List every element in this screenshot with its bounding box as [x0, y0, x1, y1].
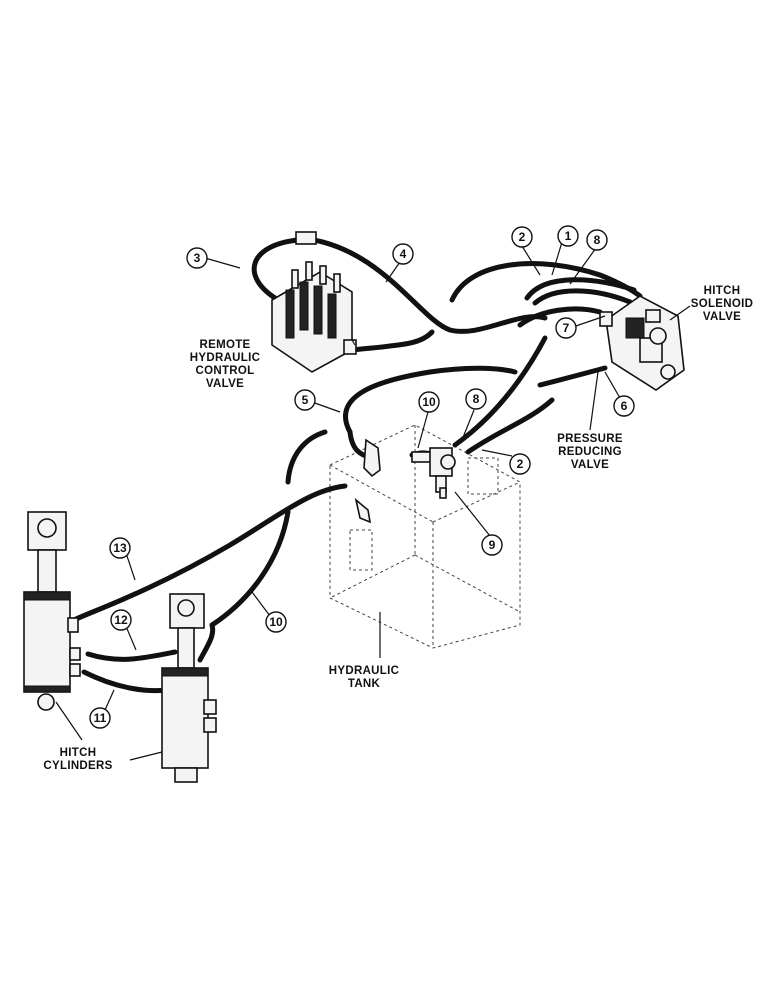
- hose-left-u: [285, 429, 328, 485]
- hose-cyl-right-loop: [197, 622, 216, 663]
- svg-text:10: 10: [269, 615, 283, 629]
- svg-text:8: 8: [473, 392, 480, 406]
- svg-text:REMOTE: REMOTE: [200, 339, 251, 351]
- hydraulic-tank: [329, 424, 521, 649]
- hose-11: [81, 669, 169, 694]
- callout-7: 7: [555, 317, 577, 339]
- hose-13: [71, 483, 348, 623]
- hose-10-long: [209, 509, 291, 628]
- hose-8-top: [532, 288, 633, 306]
- label-cylinders: HITCH CYLINDERS: [43, 747, 112, 772]
- hose-6-line: [537, 365, 608, 388]
- callout-13: 13: [109, 537, 131, 559]
- callout-8-top: 8: [586, 229, 608, 251]
- hose-12: [85, 649, 178, 662]
- hoses: [71, 235, 643, 694]
- label-pressure-valve: PRESSURE REDUCING VALVE: [557, 433, 623, 471]
- remote-control-valve: [271, 231, 357, 373]
- svg-text:TANK: TANK: [348, 678, 381, 690]
- callout-2-lower: 2: [509, 453, 531, 475]
- hose-remote-return: [349, 329, 435, 353]
- hitch-solenoid-valve: [599, 295, 685, 391]
- callout-10-upper: 10: [418, 391, 440, 413]
- hose-8-lower: [452, 335, 548, 448]
- svg-text:REDUCING: REDUCING: [558, 446, 622, 458]
- svg-text:HYDRAULIC: HYDRAULIC: [190, 352, 260, 364]
- svg-text:VALVE: VALVE: [206, 378, 244, 390]
- svg-text:CONTROL: CONTROL: [196, 365, 255, 377]
- callout-1: 1: [557, 225, 579, 247]
- callout-10-lower: 10: [265, 611, 287, 633]
- svg-text:HYDRAULIC: HYDRAULIC: [329, 665, 399, 677]
- callout-11: 11: [89, 707, 111, 729]
- callout-2-top: 2: [511, 226, 533, 248]
- hose-3: [251, 237, 301, 301]
- svg-text:HITCH: HITCH: [704, 285, 741, 297]
- svg-text:8: 8: [594, 233, 601, 247]
- svg-text:VALVE: VALVE: [571, 459, 609, 471]
- label-tank: HYDRAULIC TANK: [329, 665, 399, 690]
- svg-text:CYLINDERS: CYLINDERS: [43, 760, 112, 772]
- svg-text:9: 9: [489, 538, 496, 552]
- callout-5: 5: [294, 389, 316, 411]
- svg-text:PRESSURE: PRESSURE: [557, 433, 623, 445]
- svg-text:SOLENOID: SOLENOID: [691, 298, 753, 310]
- svg-text:2: 2: [519, 230, 526, 244]
- svg-text:6: 6: [621, 399, 628, 413]
- svg-text:VALVE: VALVE: [703, 311, 741, 323]
- callout-12: 12: [110, 609, 132, 631]
- svg-text:11: 11: [94, 711, 107, 725]
- hitch-cylinder-left: [23, 511, 81, 711]
- label-remote-valve: REMOTE HYDRAULIC CONTROL VALVE: [190, 339, 260, 390]
- callout-9: 9: [481, 534, 503, 556]
- hose-5: [343, 365, 518, 435]
- svg-text:12: 12: [114, 613, 128, 627]
- hose-2-lower: [465, 397, 555, 455]
- svg-text:13: 13: [113, 541, 127, 555]
- svg-text:5: 5: [302, 393, 309, 407]
- callout-3: 3: [186, 247, 208, 269]
- svg-text:10: 10: [422, 395, 436, 409]
- hose-7: [517, 306, 603, 328]
- svg-text:7: 7: [563, 321, 570, 335]
- hitch-cylinder-right: [161, 593, 217, 783]
- label-solenoid-valve: HITCH SOLENOID VALVE: [691, 285, 753, 323]
- leader-lines: [55, 241, 691, 761]
- svg-text:2: 2: [517, 457, 524, 471]
- callout-6: 6: [613, 395, 635, 417]
- callout-8-lower: 8: [465, 388, 487, 410]
- svg-text:HITCH: HITCH: [60, 747, 97, 759]
- svg-text:3: 3: [194, 251, 201, 265]
- hose-1: [524, 277, 637, 301]
- svg-text:1: 1: [565, 229, 572, 243]
- svg-text:4: 4: [400, 247, 407, 261]
- callout-4: 4: [392, 243, 414, 265]
- tank-manifold: [354, 438, 456, 524]
- hose-4: [297, 235, 548, 334]
